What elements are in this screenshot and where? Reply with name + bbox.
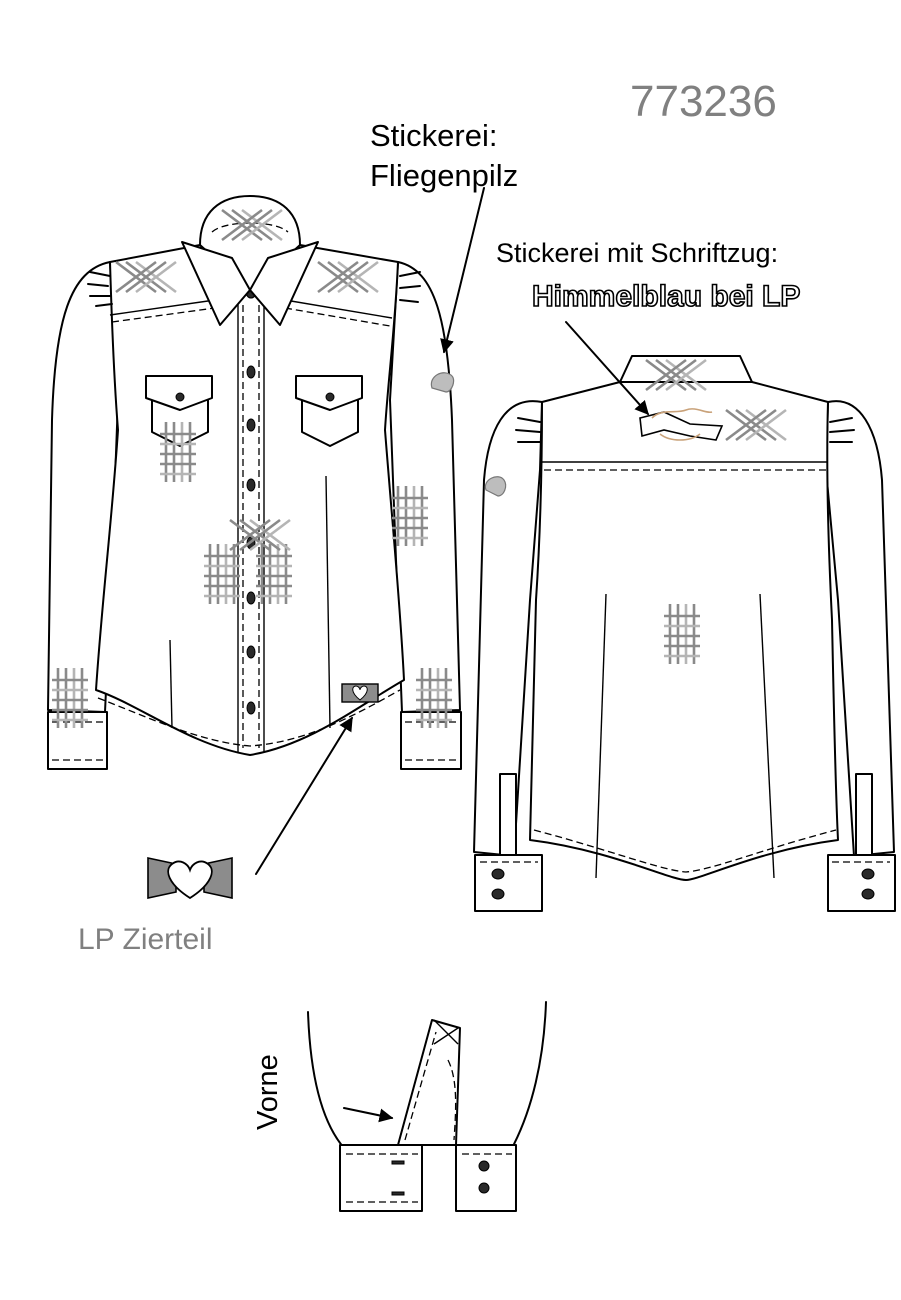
embroidery-lettering-label: Stickerei mit Schriftzug: <box>496 238 779 268</box>
lettering-color-label: Himmelblau bei LP <box>531 280 801 313</box>
embroidery-mushroom-label-line2: Fliegenpilz <box>370 158 519 193</box>
front-ornament <box>341 683 379 703</box>
embroidery-mushroom-label-line1: Stickerei: <box>370 118 498 153</box>
mushroom-motif <box>430 372 455 393</box>
back-view <box>473 355 896 912</box>
front-sleeve-pleats <box>87 271 421 307</box>
back-left-cuff <box>474 854 543 912</box>
lettering-embroidery <box>639 408 724 441</box>
cuff-detail-right <box>455 1144 517 1212</box>
back-right-cuff <box>827 854 896 912</box>
cuff-detail-label: Vorne <box>252 1054 284 1130</box>
article-number: 773236 <box>630 77 777 126</box>
front-body <box>95 244 405 756</box>
back-body <box>529 381 839 881</box>
ornament-label: LP Zierteil <box>78 923 213 956</box>
cuff-detail-left <box>339 1144 423 1212</box>
cuff-detail <box>307 1001 547 1212</box>
annotation-arrows <box>255 187 649 1123</box>
front-view <box>47 195 462 770</box>
ornament-detail <box>147 857 233 900</box>
mushroom-motif-back <box>484 476 507 497</box>
